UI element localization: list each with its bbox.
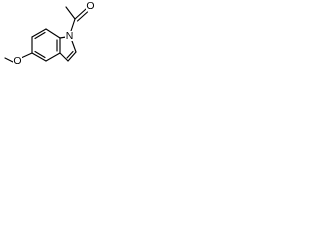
bond-c7-c6 (31, 28, 47, 38)
bond-c5-c4 (31, 52, 47, 62)
methoxy-oxygen-label: O (13, 54, 22, 67)
structure-diagram: N O O (0, 0, 108, 78)
bond-n-c2 (71, 40, 77, 53)
bond-c3-c3a (59, 52, 69, 62)
bond-c5-o (20, 52, 33, 59)
bond-carbonyl-methyl (65, 6, 76, 20)
bond-carbonyl-c-o (74, 8, 87, 20)
double-bond-c5-c4 (34, 50, 46, 59)
bond-c2-c3 (67, 51, 77, 62)
bond-c4-c3a (45, 52, 61, 62)
nitrogen-atom-label: N (65, 29, 74, 42)
bond-n-carbonyl-c (70, 18, 76, 32)
molecule-skeleton (4, 6, 89, 63)
double-bond-c7-c6 (34, 31, 46, 40)
bond-c7a-c7 (45, 28, 61, 39)
carbonyl-oxygen-label: O (86, 0, 95, 12)
double-bond-c2-c3 (66, 50, 74, 59)
double-bond-carbonyl-c-o (76, 11, 89, 22)
bond-o-methyl (4, 57, 14, 63)
